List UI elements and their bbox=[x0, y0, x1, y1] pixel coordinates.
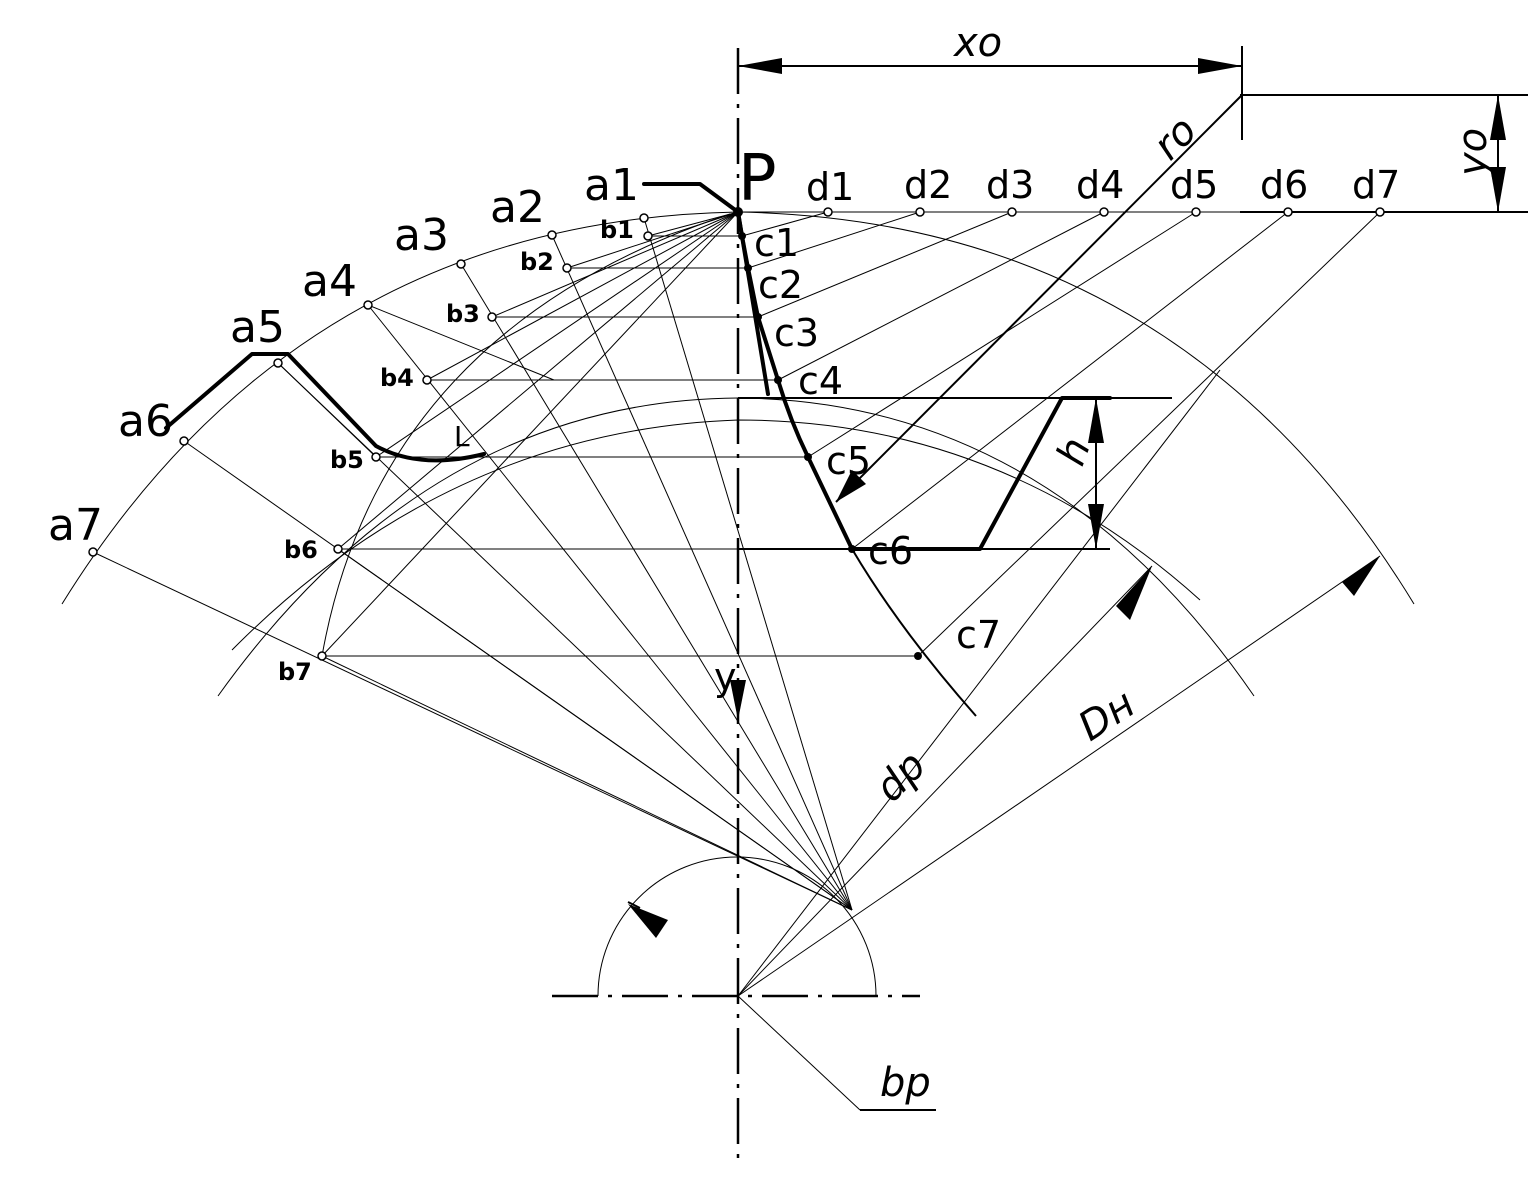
label-d7: d7 bbox=[1352, 163, 1400, 207]
label-c3: c3 bbox=[774, 311, 819, 355]
label-a5: a5 bbox=[230, 302, 285, 353]
label-b5: b5 bbox=[330, 446, 364, 474]
label-c6: c6 bbox=[868, 529, 913, 573]
c-involute-curve bbox=[736, 210, 854, 551]
label-b4: b4 bbox=[380, 364, 414, 392]
label-d5: d5 bbox=[1170, 163, 1218, 207]
label-L: L bbox=[454, 420, 470, 453]
label-d4: d4 bbox=[1076, 163, 1124, 207]
b-arc-inner bbox=[321, 213, 731, 657]
label-c2: c2 bbox=[758, 263, 803, 307]
label-xo: xo bbox=[952, 20, 1002, 66]
label-a6: a6 bbox=[118, 396, 173, 447]
center-axes bbox=[552, 48, 936, 1158]
label-b7: b7 bbox=[278, 658, 312, 686]
label-b2: b2 bbox=[520, 248, 554, 276]
label-c5: c5 bbox=[826, 439, 871, 483]
label-a4: a4 bbox=[302, 256, 357, 307]
c-to-d-lines bbox=[277, 211, 1381, 657]
label-b3: b3 bbox=[446, 300, 480, 328]
labels: P a1 a2 a3 a4 a5 a6 a7 b1 b2 b3 b4 b5 b6… bbox=[48, 20, 1496, 1106]
label-a1: a1 bbox=[584, 160, 639, 211]
label-c1: c1 bbox=[754, 221, 799, 265]
label-ro: ro bbox=[1145, 108, 1206, 169]
label-yo: yo bbox=[1450, 128, 1496, 177]
point-markers bbox=[88, 207, 1385, 661]
label-a2: a2 bbox=[490, 182, 545, 233]
label-y: y bbox=[714, 655, 737, 699]
a1-corner-profile bbox=[642, 182, 740, 214]
radial-rays bbox=[92, 217, 1381, 1111]
tooth-profiles bbox=[164, 182, 1112, 717]
label-d1: d1 bbox=[806, 165, 854, 209]
label-a3: a3 bbox=[394, 210, 449, 261]
label-d2: d2 bbox=[904, 163, 952, 207]
rack-tooth-profile bbox=[850, 396, 1112, 551]
a-tooth-profile bbox=[164, 352, 486, 463]
label-b6: b6 bbox=[284, 536, 318, 564]
c-involute-tail bbox=[851, 548, 977, 717]
p-to-b-lines bbox=[321, 211, 739, 657]
label-P: P bbox=[738, 142, 777, 216]
c-secondary-line bbox=[736, 210, 770, 396]
dimension-arrows bbox=[627, 58, 1506, 938]
label-c4: c4 bbox=[798, 359, 843, 403]
label-c7: c7 bbox=[956, 613, 1001, 657]
label-bp: bp bbox=[880, 1060, 931, 1106]
label-b1: b1 bbox=[600, 216, 634, 244]
label-d3: d3 bbox=[986, 163, 1034, 207]
label-d6: d6 bbox=[1260, 163, 1308, 207]
label-a7: a7 bbox=[48, 500, 103, 551]
label-Dn: Dн bbox=[1070, 681, 1143, 751]
